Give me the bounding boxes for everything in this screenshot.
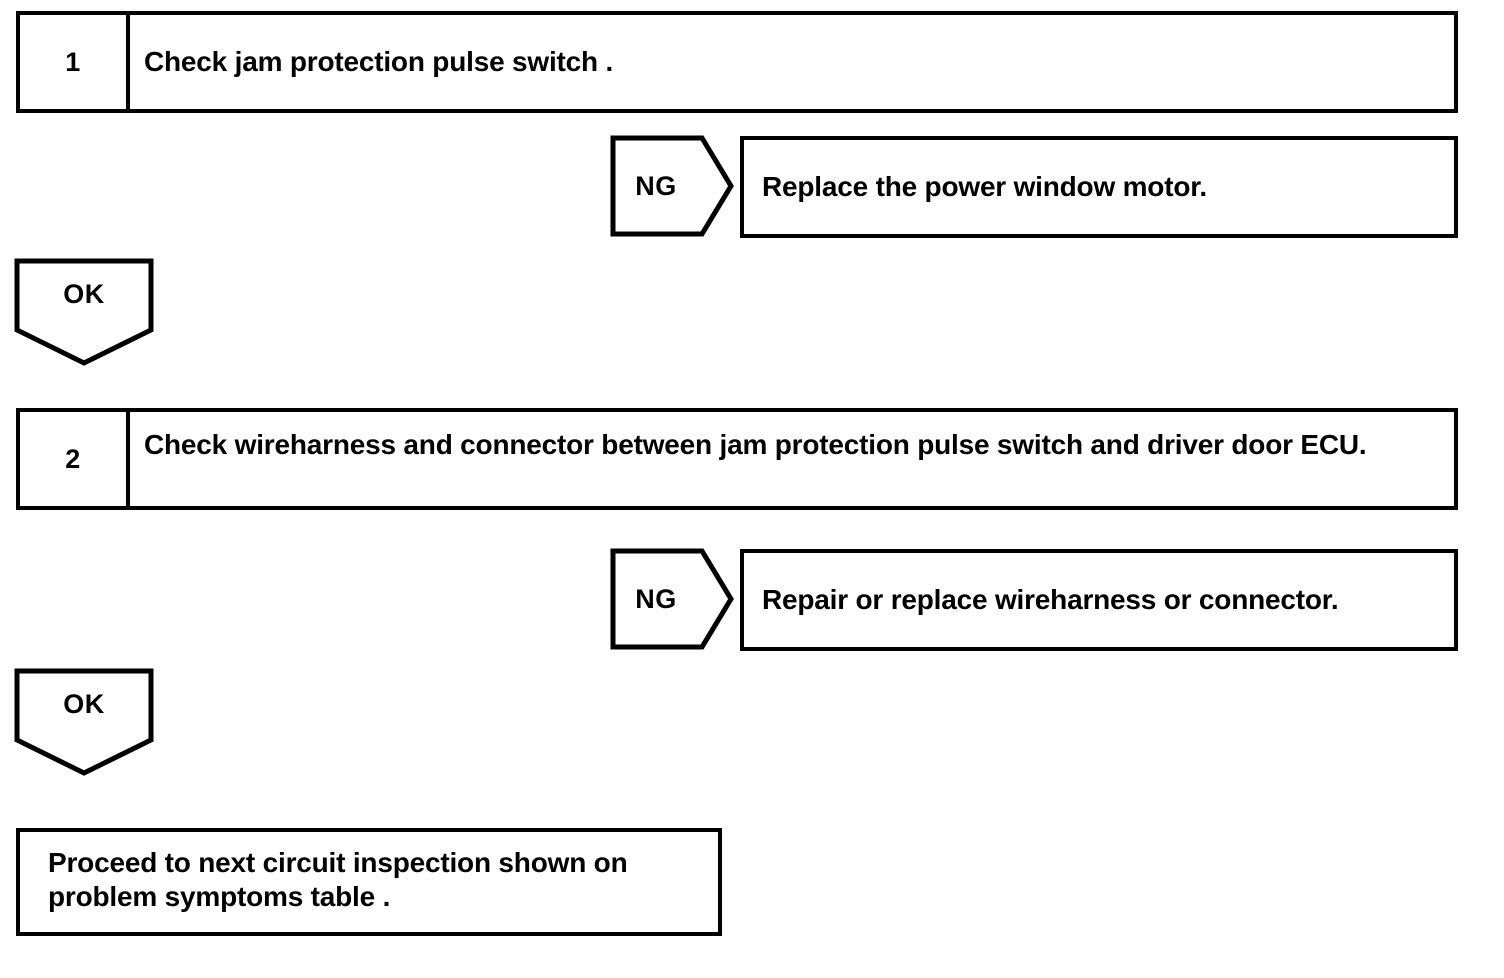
step-1-label: Check jam protection pulse switch . <box>144 45 614 77</box>
ng-result-1-label: Replace the power window motor. <box>762 170 1207 202</box>
step-1-box: 1 Check jam protection pulse switch . <box>16 11 1458 113</box>
step-2-number: 2 <box>20 412 130 506</box>
ng-result-2-label: Repair or replace wireharness or connect… <box>762 583 1339 615</box>
ng-arrow-1-label: NG <box>635 170 677 201</box>
step-1-number: 1 <box>20 15 130 109</box>
step-1-text-cell: Check jam protection pulse switch . <box>130 15 1454 109</box>
ng-arrow-1: NG <box>610 135 734 237</box>
ok-connector-2: OK <box>14 668 154 776</box>
ng-result-1-box: Replace the power window motor. <box>740 136 1458 238</box>
step-2-label: Check wireharness and connector between … <box>144 429 1367 460</box>
ok-connector-1: OK <box>14 258 154 366</box>
final-result-box: Proceed to next circuit inspection shown… <box>16 828 722 936</box>
ng-result-2-box: Repair or replace wireharness or connect… <box>740 549 1458 651</box>
ok-connector-1-label: OK <box>63 278 105 309</box>
final-result-label: Proceed to next circuit inspection shown… <box>48 847 628 913</box>
ng-arrow-2-label: NG <box>635 583 677 614</box>
step-2-text-cell: Check wireharness and connector between … <box>130 412 1454 506</box>
ok-connector-2-label: OK <box>63 688 105 719</box>
step-2-box: 2 Check wireharness and connector betwee… <box>16 408 1458 510</box>
ng-arrow-2: NG <box>610 548 734 650</box>
